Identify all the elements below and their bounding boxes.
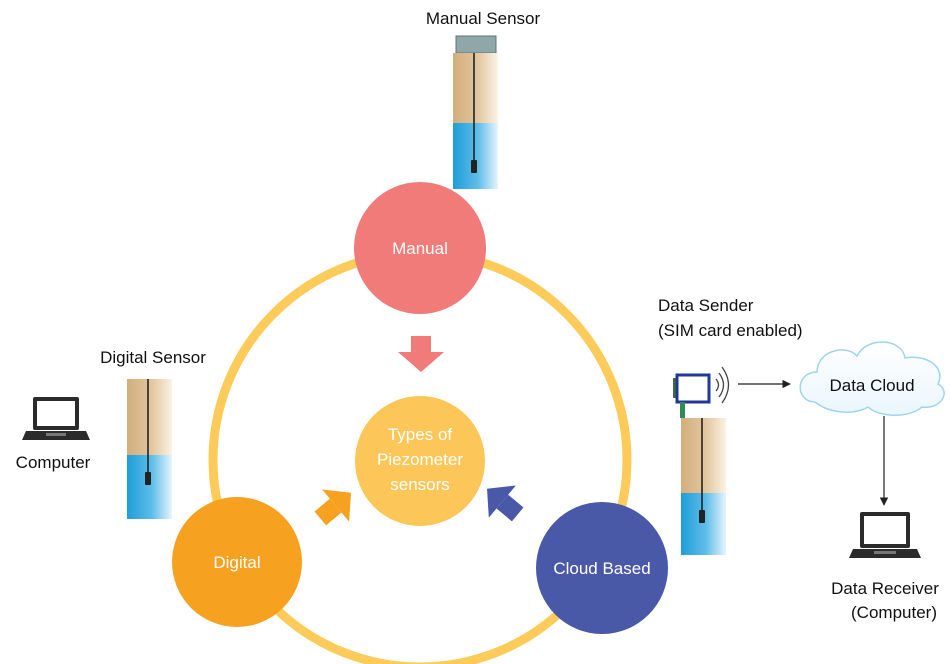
manual-sensor-well: Manual Sensor	[426, 9, 541, 189]
data-sender-label-line2: (SIM card enabled)	[658, 321, 803, 340]
water-layer	[453, 123, 498, 189]
soil-layer	[453, 53, 498, 123]
center-circle	[355, 396, 485, 526]
data-receiver-label-line1: Data Receiver	[831, 579, 939, 598]
center-node: Types of Piezometer sensors	[355, 396, 485, 526]
manual-label: Manual	[392, 239, 448, 258]
receiver-laptop-icon	[849, 512, 921, 558]
digital-arrow	[314, 489, 351, 526]
probe-icon	[699, 510, 705, 523]
sender-pole	[680, 402, 685, 418]
data-receiver-label-line2: (Computer)	[851, 603, 937, 622]
manual-circle	[354, 182, 486, 314]
cloud-node: Cloud Based	[536, 502, 668, 634]
soil-layer	[127, 379, 172, 455]
computer-label: Computer	[16, 453, 91, 472]
cloud-circle	[536, 502, 668, 634]
digital-sensor-label: Digital Sensor	[100, 348, 206, 367]
center-label-line2: Piezometer	[377, 450, 463, 469]
data-cloud-icon	[799, 341, 945, 416]
probe-icon	[471, 160, 477, 173]
digital-label: Digital	[213, 553, 260, 572]
water-layer	[127, 455, 172, 519]
digital-sensor-well: Digital Sensor	[100, 348, 206, 519]
soil-layer	[681, 418, 726, 493]
digital-circle	[172, 497, 302, 627]
manual-sensor-label: Manual Sensor	[426, 9, 541, 28]
data-cloud-label: Data Cloud	[829, 376, 914, 395]
manual-arrow	[398, 336, 444, 372]
sender-box-icon	[675, 373, 711, 404]
sensor-cap	[455, 35, 497, 54]
manual-node: Manual	[354, 182, 486, 314]
water-layer	[681, 493, 726, 555]
data-sender-device	[673, 366, 730, 555]
data-sender-label-line1: Data Sender	[658, 296, 754, 315]
computer-laptop-icon	[22, 397, 90, 440]
cloud-arrow	[487, 485, 524, 522]
cloud-based-label: Cloud Based	[553, 559, 650, 578]
center-label-line1: Types of	[388, 425, 453, 444]
digital-node: Digital	[172, 497, 302, 627]
signal-icon	[715, 378, 720, 392]
center-label-line3: sensors	[390, 475, 450, 494]
probe-icon	[145, 472, 151, 485]
